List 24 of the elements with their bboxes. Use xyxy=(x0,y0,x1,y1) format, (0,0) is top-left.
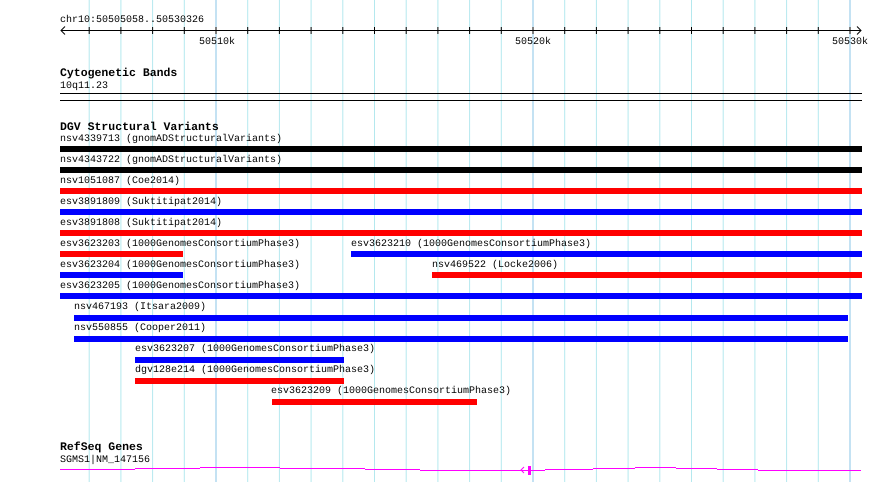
variant-label: nsv1051087 (Coe2014) xyxy=(60,176,180,187)
variant-label: esv3623203 (1000GenomesConsortiumPhase3) xyxy=(60,239,300,250)
tick-label: 50520k xyxy=(515,37,552,48)
track-title: Cytogenetic Bands xyxy=(60,68,178,80)
variant-label: esv3623210 (1000GenomesConsortiumPhase3) xyxy=(351,239,592,250)
variant-label: nsv550855 (Cooper2011) xyxy=(74,323,206,334)
band-label: 10q11.23 xyxy=(60,81,108,92)
tick-label: 50530k xyxy=(832,37,868,48)
track-title: RefSeq Genes xyxy=(60,442,143,454)
variant-label: esv3623207 (1000GenomesConsortiumPhase3) xyxy=(135,344,376,355)
variant-label: esv3891808 (Suktitipat2014) xyxy=(60,218,222,229)
variant-label: esv3623205 (1000GenomesConsortiumPhase3) xyxy=(60,281,300,292)
variant-label: nsv469522 (Locke2006) xyxy=(432,260,558,271)
location-label: chr10:50505058..50530326 xyxy=(60,15,204,26)
variant-label: esv3623204 (1000GenomesConsortiumPhase3) xyxy=(60,260,300,271)
variant-label: nsv467193 (Itsara2009) xyxy=(74,302,206,313)
variant-label: nsv4343722 (gnomADStructuralVariants) xyxy=(60,155,282,166)
track-title: DGV Structural Variants xyxy=(60,122,219,134)
variant-label: dgv128e214 (1000GenomesConsortiumPhase3) xyxy=(135,365,376,376)
variant-label: esv3891809 (Suktitipat2014) xyxy=(60,197,222,208)
variant-label: esv3623209 (1000GenomesConsortiumPhase3) xyxy=(271,386,512,397)
gene-label: SGMS1|NM_147156 xyxy=(60,455,150,466)
tick-label: 50510k xyxy=(199,37,236,48)
variant-label: nsv4339713 (gnomADStructuralVariants) xyxy=(60,134,282,145)
